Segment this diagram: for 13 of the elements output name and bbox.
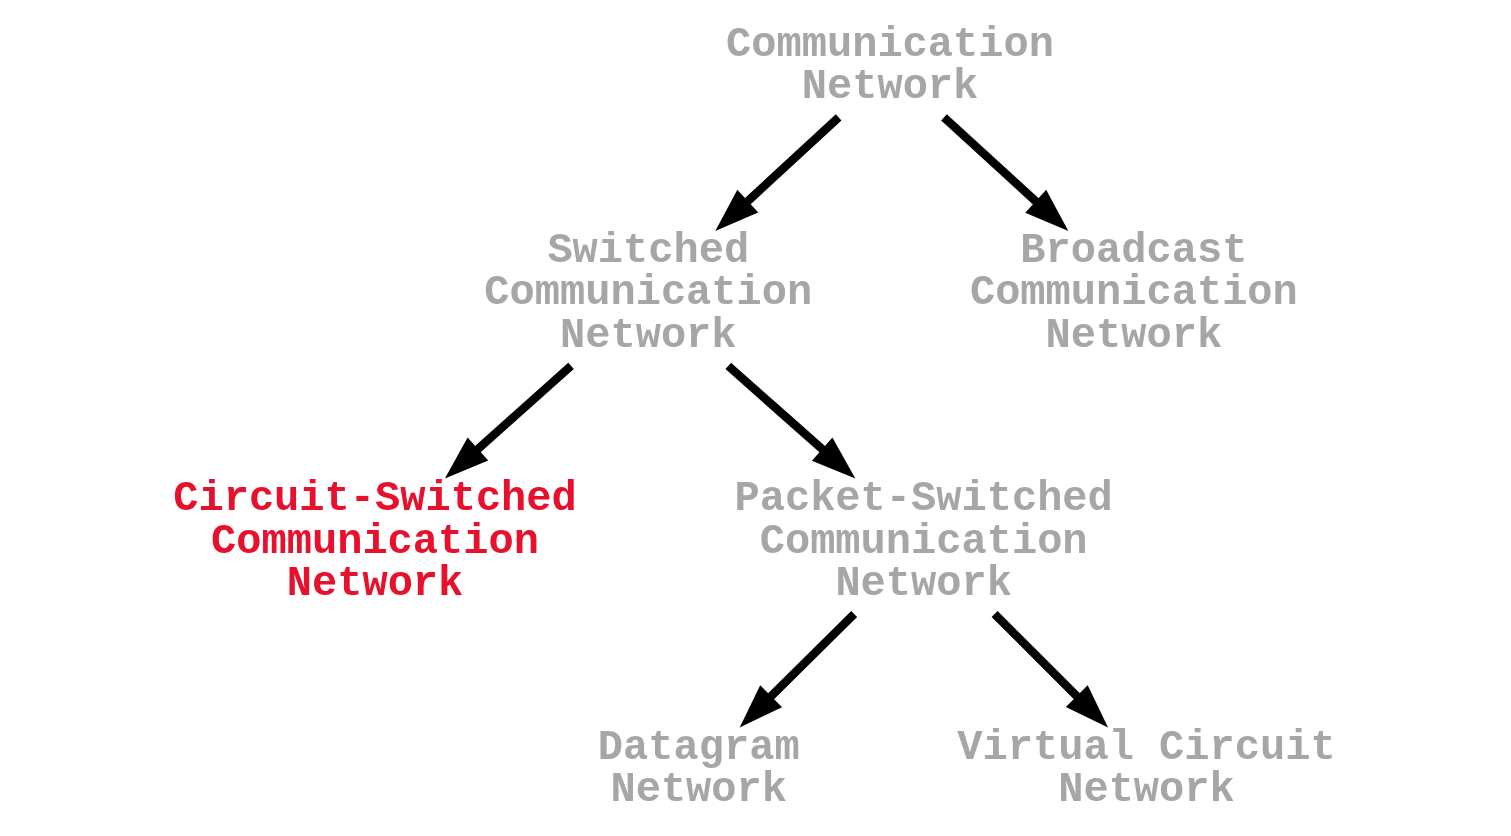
node-text: Datagram Network — [597, 723, 800, 814]
arrow — [739, 611, 858, 728]
node-text: Communication Network — [726, 21, 1054, 112]
node-text: Broadcast Communication Network — [969, 227, 1298, 360]
node-text: Circuit-Switched Communication Network — [173, 475, 577, 608]
arrow — [991, 611, 1109, 728]
node-text: Packet-Switched Communication Network — [734, 475, 1113, 608]
arrow — [715, 114, 842, 232]
arrow — [725, 362, 856, 479]
arrow — [941, 114, 1069, 232]
arrow — [444, 362, 574, 479]
node-text: Switched Communication Network — [484, 227, 813, 360]
node-text: Virtual Circuit Network — [957, 723, 1336, 814]
